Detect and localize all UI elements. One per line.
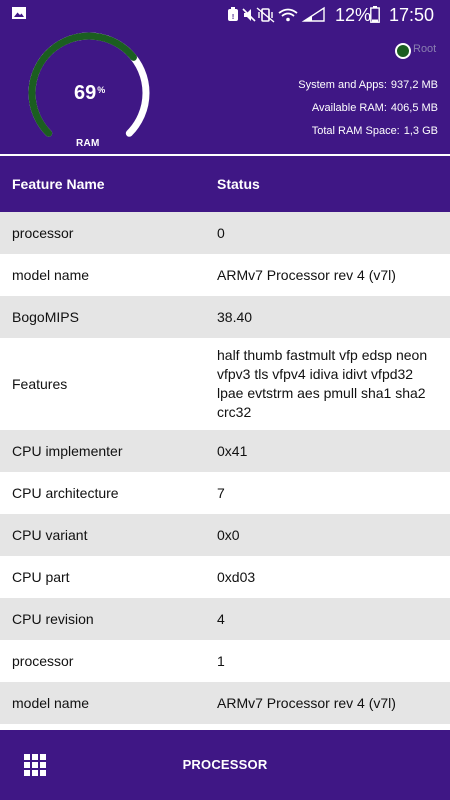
root-indicator: Root (394, 42, 450, 60)
column-header-feature: Feature Name (12, 176, 105, 192)
ram-gauge (28, 32, 150, 137)
row-feature-name: processor (12, 225, 74, 241)
row-status-value: ARMv7 Processor rev 4 (v7l) (217, 266, 396, 283)
root-status-dot (395, 43, 411, 59)
table-row: CPU revision 4 (0, 598, 450, 640)
battery-icon (370, 6, 380, 23)
row-status-value: 7 (217, 484, 225, 501)
row-status-value: 0x41 (217, 442, 248, 459)
ram-header: 69% RAM Root System and Apps:937,2 MB Av… (0, 30, 450, 154)
row-feature-name: CPU part (12, 569, 70, 585)
row-status-value: 0xd03 (217, 568, 256, 585)
table-row: processor 1 (0, 640, 450, 682)
row-status-value: half thumb fastmult vfp edsp neon vfpv3 … (217, 347, 428, 420)
table-row: BogoMIPS 38.40 (0, 296, 450, 338)
image-icon (12, 7, 26, 19)
row-feature-name: processor (12, 653, 74, 669)
gauge-fill (28, 32, 137, 137)
mute-icon (242, 8, 256, 22)
table-row: processor 0 (0, 212, 450, 254)
processor-tab-label[interactable]: PROCESSOR (182, 757, 268, 772)
table-row: CPU part 0xd03 (0, 556, 450, 598)
stat-system-apps: System and Apps:937,2 MB (298, 79, 438, 91)
table-row: CPU architecture 7 (0, 472, 450, 514)
clock: 17:50 (389, 5, 435, 25)
apps-grid-icon[interactable] (24, 754, 46, 776)
ram-label: RAM (76, 138, 100, 149)
status-icons-group: ! (228, 6, 325, 23)
row-feature-name: Features (12, 376, 68, 392)
row-feature-name: BogoMIPS (12, 309, 79, 325)
row-status-value: 0 (217, 224, 225, 241)
battery-percent: 12% (335, 5, 372, 25)
row-feature-name: CPU revision (12, 611, 94, 627)
row-status-value: 0x0 (217, 526, 240, 543)
alarm-icon: ! (228, 7, 238, 21)
signal-icon (301, 6, 325, 22)
row-status-value: 4 (217, 610, 225, 627)
row-feature-name: CPU architecture (12, 485, 119, 501)
table-row: CPU variant 0x0 (0, 514, 450, 556)
status-bar: ! 12% 17:50 (0, 0, 450, 30)
stat-available-ram: Available RAM:406,5 MB (311, 102, 438, 114)
table-header: Feature Name Status (0, 156, 450, 212)
row-feature-name: CPU variant (12, 527, 88, 543)
stat-total-ram: Total RAM Space:1,3 GB (311, 125, 438, 137)
table-row: CPU implementer 0x41 (0, 430, 450, 472)
root-label: Root (413, 43, 437, 55)
row-feature-name: CPU implementer (12, 443, 123, 459)
row-status-value: ARMv7 Processor rev 4 (v7l) (217, 694, 396, 711)
row-status-value: 1 (217, 652, 225, 669)
table-row: Features half thumb fastmult vfp edsp ne… (0, 338, 450, 430)
ram-percent: 69% (74, 82, 106, 104)
table-row: model name ARMv7 Processor rev 4 (v7l) (0, 682, 450, 724)
bottom-bar: PROCESSOR (0, 730, 450, 800)
row-status-value: 38.40 (217, 308, 253, 325)
column-header-status: Status (217, 176, 260, 192)
row-feature-name: model name (12, 267, 90, 283)
processor-table: Feature Name Status processor 0 model na… (0, 156, 450, 724)
wifi-icon (278, 8, 298, 22)
row-feature-name: model name (12, 695, 90, 711)
svg-text:!: ! (232, 14, 234, 21)
table-row: model name ARMv7 Processor rev 4 (v7l) (0, 254, 450, 296)
vibrate-icon (256, 7, 275, 23)
